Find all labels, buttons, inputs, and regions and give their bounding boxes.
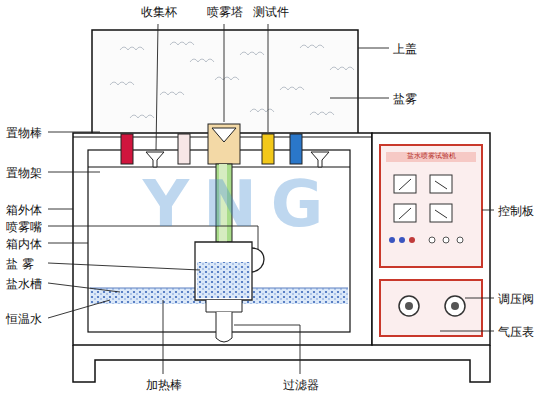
part-label: 过滤器 — [282, 378, 320, 392]
control-panel — [380, 145, 482, 267]
specimen — [290, 134, 302, 164]
spray-tower — [208, 124, 240, 164]
specimen — [262, 134, 274, 164]
part-label: 置物架 — [5, 166, 43, 180]
part-label: 盐水槽 — [5, 277, 43, 291]
part-label: 喷雾嘴 — [5, 220, 43, 234]
meters — [389, 175, 463, 243]
part-label: 箱内体 — [5, 237, 43, 251]
inner-body — [88, 150, 350, 332]
part-label: 上盖 — [392, 42, 418, 56]
cabinet — [372, 133, 490, 345]
part-label: 加热棒 — [145, 378, 183, 392]
part-label: 恒温水 — [5, 312, 43, 326]
part-label: 气压表 — [497, 325, 535, 339]
panel-title: 盐水喷雾试验机 — [407, 153, 456, 160]
legs — [73, 345, 490, 382]
part-label: 测试件 — [252, 5, 290, 19]
pressure-panel — [380, 280, 482, 336]
outer-body — [73, 133, 372, 345]
watermark: YNG — [143, 172, 337, 236]
pressure-valve — [399, 296, 419, 316]
upper-cover — [92, 30, 358, 134]
part-label: 调压阀 — [497, 292, 535, 306]
nozzle — [252, 248, 264, 272]
part-label: 喷雾塔 — [206, 5, 244, 19]
part-label: 盐 雾 — [5, 257, 35, 271]
filter — [216, 312, 232, 342]
part-label: 盐雾 — [392, 92, 418, 106]
leader-lines — [48, 24, 494, 374]
collection-cup — [146, 152, 164, 167]
salt-fog — [110, 42, 354, 118]
reservoir — [195, 242, 252, 300]
part-label: 箱外体 — [5, 203, 43, 217]
part-label: 置物棒 — [5, 126, 43, 140]
part-label: 控制板 — [497, 204, 535, 218]
pressure-gauge — [445, 296, 465, 316]
specimen — [121, 134, 133, 164]
collection-cup — [311, 152, 329, 167]
specimen — [178, 134, 190, 164]
part-label: 收集杯 — [140, 5, 178, 19]
